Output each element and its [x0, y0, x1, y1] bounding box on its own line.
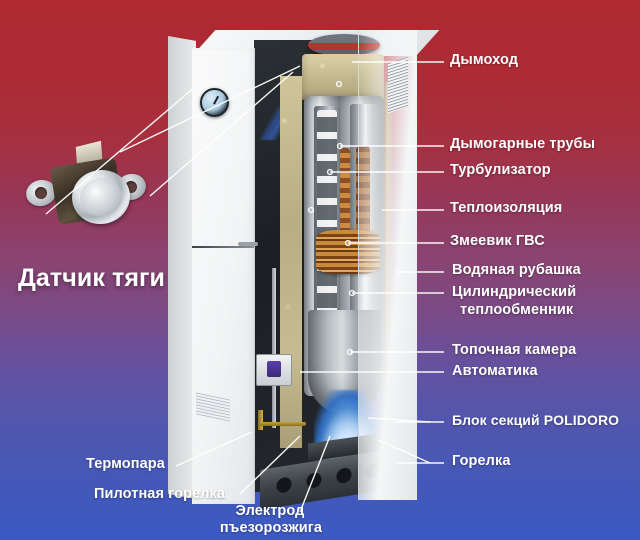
- insulation-column: [280, 76, 302, 448]
- boiler-cutaway-illustration: [168, 18, 440, 518]
- label-burner: Горелка: [452, 453, 511, 469]
- gas-riser: [258, 410, 263, 430]
- label-insulation: Теплоизоляция: [450, 200, 563, 216]
- label-thermocouple: Термопара: [86, 456, 165, 472]
- label-turbulator: Турбулизатор: [450, 162, 551, 178]
- label-firebox: Топочная камера: [452, 342, 577, 358]
- copper-tube-bundle: [340, 148, 350, 268]
- label-fire-tubes: Дымогарные трубы: [450, 136, 596, 152]
- label-pilot-burner: Пилотная горелка: [94, 486, 226, 502]
- label-dhw-coil: Змеевик ГВС: [450, 233, 545, 249]
- automation-control-box: [256, 354, 292, 386]
- internal-piping: [272, 268, 276, 428]
- draft-sensor-photo: [20, 140, 160, 250]
- label-igniter-line1: Электрод: [235, 503, 305, 519]
- label-flue: Дымоход: [450, 52, 519, 68]
- draft-sensor-title: Датчик тяги: [18, 264, 166, 292]
- panel-seam: [192, 246, 254, 248]
- label-automation: Автоматика: [452, 363, 538, 379]
- top-vent-grille: [388, 56, 408, 114]
- label-cylindrical-hx: Цилиндрический: [452, 284, 577, 300]
- cabinet-front-panel: [192, 48, 255, 504]
- label-polidoro: Блок секций POLIDORO: [452, 412, 620, 428]
- panel-handle: [238, 242, 258, 246]
- turbulator-spiral: [317, 110, 337, 328]
- pressure-gauge: [200, 88, 229, 117]
- gas-supply-line: [260, 422, 306, 426]
- label-igniter-line2: пъезорозжига: [219, 520, 323, 536]
- label-cylindrical-hx-line2: теплообменник: [460, 302, 574, 318]
- label-water-jacket: Водяная рубашка: [452, 262, 581, 278]
